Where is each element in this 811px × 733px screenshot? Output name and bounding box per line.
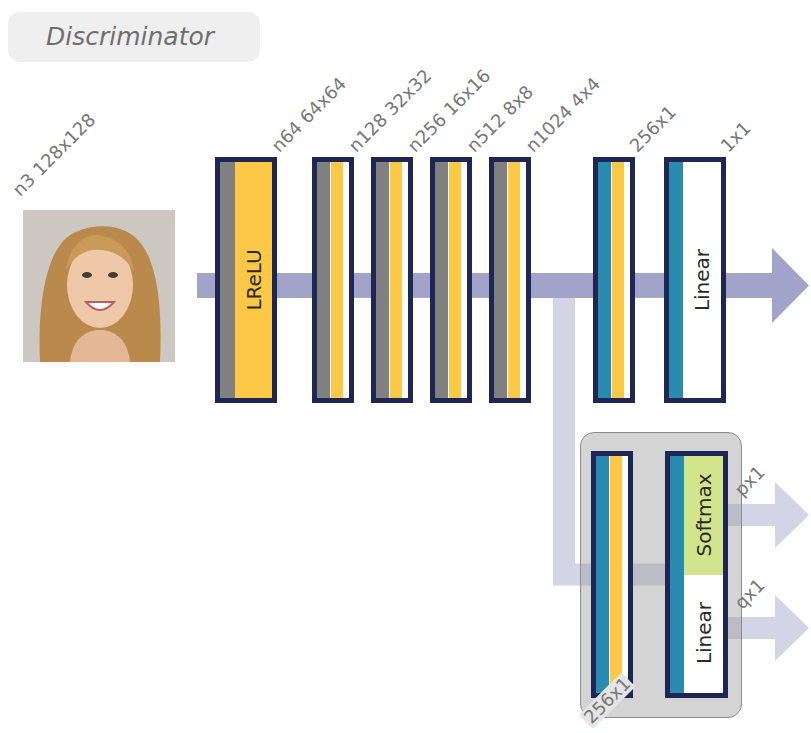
flow-band bbox=[726, 273, 773, 298]
layer-block: SoftmaxLinear bbox=[665, 451, 728, 698]
output-arrowhead bbox=[775, 595, 809, 661]
fringe bbox=[66, 235, 134, 272]
layer-stripe bbox=[508, 162, 520, 398]
eye bbox=[108, 272, 118, 278]
layer-block: 1x1Linear bbox=[664, 157, 726, 403]
layer-stripe bbox=[670, 456, 684, 693]
face-photo bbox=[23, 210, 175, 362]
flow-band bbox=[472, 273, 489, 298]
output-arrowhead bbox=[772, 248, 809, 323]
layer-block: n128 32x32 bbox=[312, 157, 354, 403]
photo-ground bbox=[23, 210, 175, 362]
layer-stripe bbox=[610, 456, 622, 693]
layer-name: Linear bbox=[691, 249, 713, 311]
flow-band bbox=[531, 273, 593, 298]
neck bbox=[70, 330, 130, 362]
layer-stripe bbox=[220, 162, 235, 398]
layer-stripe bbox=[376, 162, 389, 398]
size-label: 1x1 bbox=[717, 118, 755, 156]
layer-stripe bbox=[331, 162, 343, 398]
layer-stripe bbox=[596, 456, 609, 693]
layer-name: LReLU bbox=[243, 249, 265, 310]
flow-connector bbox=[277, 285, 312, 286]
flow-connector bbox=[472, 285, 489, 286]
flow-connector bbox=[531, 285, 593, 286]
layer-name: Softmax bbox=[693, 473, 715, 556]
title-text: Discriminator bbox=[46, 23, 214, 51]
size-label: n64 64x64 bbox=[268, 74, 350, 156]
size-label: n1024 4x4 bbox=[522, 74, 604, 156]
layer-stripe bbox=[317, 162, 330, 398]
flow-connector bbox=[413, 285, 430, 286]
flow-band bbox=[197, 273, 215, 298]
layer-stripe bbox=[435, 162, 448, 398]
layer-stripe bbox=[669, 162, 683, 398]
layer-stripe bbox=[494, 162, 507, 398]
size-label: 256x1 bbox=[626, 102, 680, 156]
branch-group: 256x1SoftmaxLinear bbox=[580, 432, 742, 718]
layer-block: 256x1 bbox=[593, 157, 635, 403]
flow-band bbox=[277, 273, 312, 298]
layer-block: n64 64x64LReLU bbox=[215, 157, 277, 403]
size-label: n3 128x128 bbox=[9, 110, 99, 200]
hair bbox=[40, 226, 161, 362]
output-arrowhead bbox=[775, 482, 809, 548]
layer-block: n1024 4x4 bbox=[489, 157, 531, 403]
layer-block: n512 8x8 bbox=[430, 157, 472, 403]
flow-connector bbox=[354, 285, 371, 286]
layer-stripe bbox=[390, 162, 402, 398]
title-box: Discriminator bbox=[8, 12, 260, 62]
layer-stripe bbox=[612, 162, 624, 398]
flow-band bbox=[354, 273, 371, 298]
flow-band bbox=[635, 273, 664, 298]
flow-connector bbox=[635, 285, 664, 286]
layer-block: n256 16x16 bbox=[371, 157, 413, 403]
eye bbox=[82, 272, 92, 278]
smile bbox=[86, 302, 114, 310]
layer-block bbox=[591, 451, 633, 698]
layer-stripe bbox=[449, 162, 461, 398]
layer-stripe bbox=[598, 162, 611, 398]
layer-name: Linear bbox=[693, 602, 715, 664]
flow-band bbox=[413, 273, 430, 298]
